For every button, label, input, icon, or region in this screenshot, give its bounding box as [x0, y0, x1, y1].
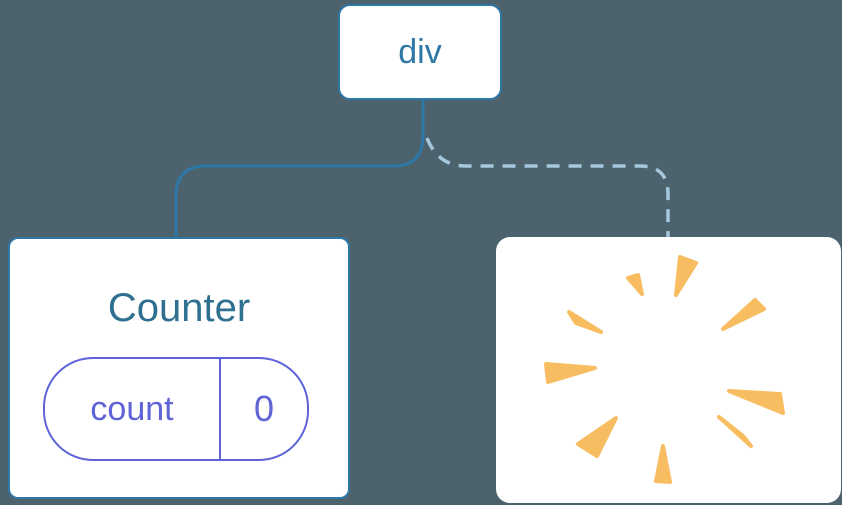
- counter-title: Counter: [107, 286, 251, 330]
- edge-solid: [174, 100, 425, 237]
- node-counter: Counter count 0: [8, 237, 350, 499]
- node-removed: [496, 237, 841, 503]
- poof-icon: [544, 255, 785, 484]
- node-div-label: div: [398, 32, 442, 71]
- state-value: 0: [253, 388, 275, 429]
- edge-dashed: [425, 137, 670, 237]
- node-div: div: [338, 4, 502, 100]
- state-key: count: [45, 359, 221, 459]
- state-pill: count 0: [43, 357, 309, 461]
